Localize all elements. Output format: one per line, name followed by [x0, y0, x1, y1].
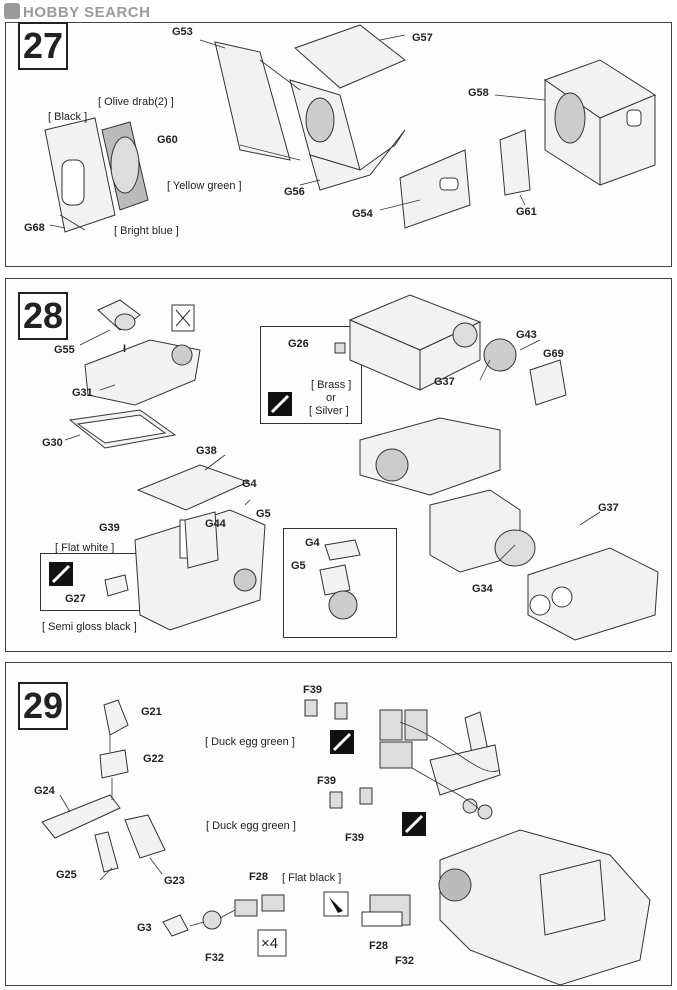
color-or: or: [326, 392, 336, 404]
part-label-g26: G26: [288, 338, 309, 350]
part-label-g25: G25: [56, 869, 77, 881]
part-label-g5: G5: [256, 508, 271, 520]
part-label-g37-upper: G37: [434, 376, 455, 388]
part-label-g24: G24: [34, 785, 55, 797]
part-label-f32-right: F32: [395, 955, 414, 967]
color-yellow-green: [ Yellow green ]: [167, 180, 242, 192]
part-label-g38: G38: [196, 445, 217, 457]
color-flat-black: [ Flat black ]: [282, 872, 342, 884]
part-label-g34: G34: [472, 583, 493, 595]
color-olive-drab: [ Olive drab(2) ]: [98, 96, 174, 108]
part-label-g60: G60: [157, 134, 178, 146]
part-label-g23: G23: [164, 875, 185, 887]
part-label-g30: G30: [42, 437, 63, 449]
step-29-number: 29: [18, 682, 68, 730]
part-label-g61: G61: [516, 206, 537, 218]
part-label-g57: G57: [412, 32, 433, 44]
part-label-g56: G56: [284, 186, 305, 198]
part-label-g21: G21: [141, 706, 162, 718]
multiplier-box: [257, 929, 287, 957]
part-label-f28-left: F28: [249, 871, 268, 883]
inset-g26-brass-box: [260, 326, 362, 424]
inset-g4-g5-box: [283, 528, 397, 638]
part-label-g31: G31: [72, 387, 93, 399]
part-label-g22: G22: [143, 753, 164, 765]
step-28-number: 28: [18, 292, 68, 340]
color-bright-blue: [ Bright blue ]: [114, 225, 179, 237]
part-label-f39-bottom: F39: [345, 832, 364, 844]
part-label-g39: G39: [99, 522, 120, 534]
hobby-search-watermark: HOBBY SEARCH: [4, 3, 150, 21]
part-label-g37-lower: G37: [598, 502, 619, 514]
part-label-g58: G58: [468, 87, 489, 99]
part-label-g44: G44: [205, 518, 226, 530]
part-label-f28-right: F28: [369, 940, 388, 952]
color-black: [ Black ]: [48, 111, 88, 123]
color-flat-white: [ Flat white ]: [55, 542, 115, 554]
part-label-g69: G69: [543, 348, 564, 360]
color-semi-gloss-black: [ Semi gloss black ]: [42, 621, 137, 633]
part-label-g4-inset: G4: [305, 537, 320, 549]
marker-i: I: [123, 343, 127, 355]
part-label-g5-inset: G5: [291, 560, 306, 572]
part-label-f32-left: F32: [205, 952, 224, 964]
paint-arrow-icons: [49, 392, 292, 586]
color-duck-egg-green-upper: [ Duck egg green ]: [205, 736, 295, 748]
part-label-f39-mid: F39: [317, 775, 336, 787]
part-label-g3: G3: [137, 922, 152, 934]
color-silver: [ Silver ]: [309, 405, 349, 417]
part-label-g53: G53: [172, 26, 193, 38]
step-27-number: 27: [18, 22, 68, 70]
part-label-g4: G4: [242, 478, 257, 490]
hobby-search-logo-icon: [4, 3, 20, 19]
part-label-g55: G55: [54, 344, 75, 356]
color-brass: [ Brass ]: [311, 379, 352, 391]
part-label-g43: G43: [516, 329, 537, 341]
part-label-f39-top: F39: [303, 684, 322, 696]
part-label-g27: G27: [65, 593, 86, 605]
color-duck-egg-green-lower: [ Duck egg green ]: [206, 820, 296, 832]
watermark-text: HOBBY SEARCH: [23, 4, 151, 21]
part-label-g68: G68: [24, 222, 45, 234]
multiplier-label: ×4: [261, 935, 279, 952]
part-label-g54: G54: [352, 208, 373, 220]
